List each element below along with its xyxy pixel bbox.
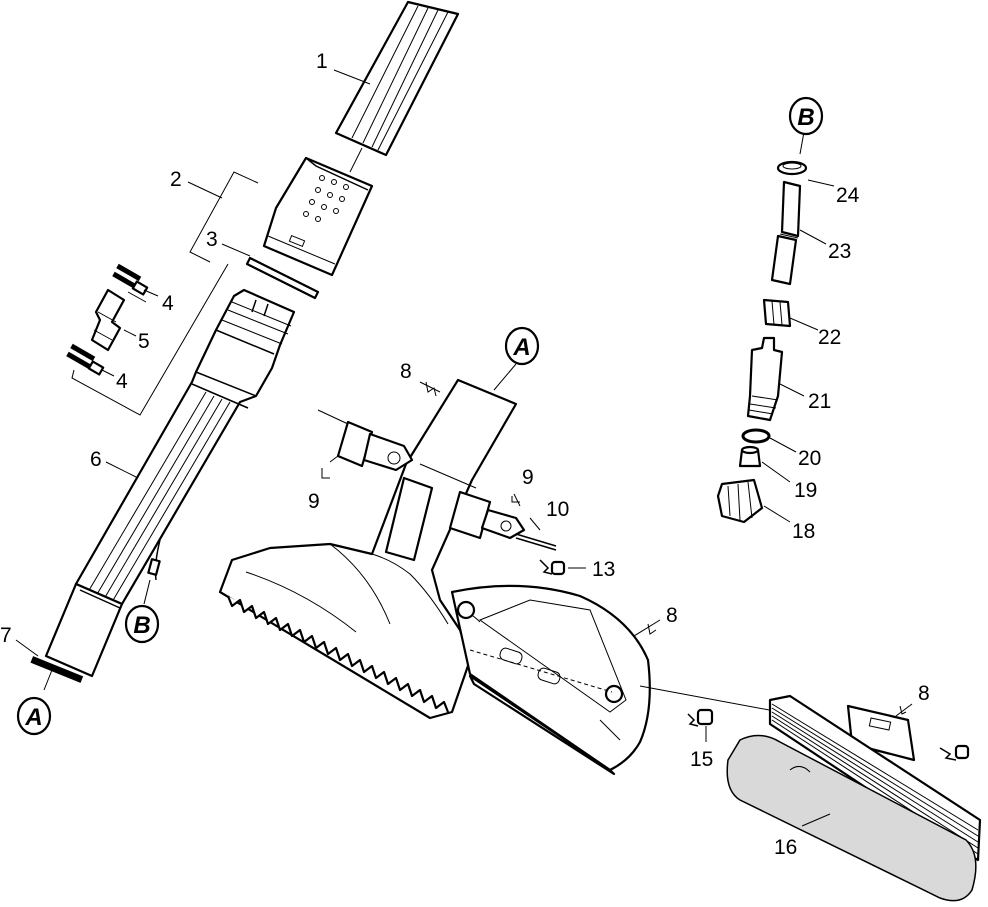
label-part-4-upper: 4	[162, 292, 174, 315]
part-10-pin	[515, 533, 557, 551]
part-13-screw	[539, 559, 566, 576]
label-part-4-lower: 4	[116, 370, 128, 393]
svg-text:A: A	[24, 704, 42, 731]
label-part-15: 15	[690, 748, 713, 771]
part-6-handle-tube	[44, 288, 296, 678]
part-8-nozzle-head	[218, 378, 518, 720]
label-part-16: 16	[774, 836, 797, 859]
part-19-cap	[738, 445, 762, 468]
connector-b-tube: B	[124, 604, 160, 644]
label-part-21: 21	[808, 390, 831, 413]
part-23-hose	[770, 180, 802, 286]
part-7-ring	[30, 656, 84, 683]
part-22-nut	[762, 298, 792, 328]
svg-text:B: B	[797, 104, 814, 131]
connector-a-nozzle: A	[504, 326, 540, 366]
label-part-22: 22	[818, 326, 841, 349]
label-part-24: 24	[836, 184, 860, 207]
part-9-clip-left	[317, 409, 414, 472]
part-9-clip-right	[448, 490, 526, 540]
connector-a-tube: A	[16, 696, 52, 736]
part-2-handle-sleeve	[262, 156, 374, 277]
label-part-20: 20	[798, 447, 821, 470]
part-20-o-ring	[741, 428, 771, 444]
label-part-18: 18	[792, 520, 815, 543]
label-part-23: 23	[828, 240, 851, 263]
part-21-fitting	[746, 336, 784, 422]
label-part-9-right: 9	[522, 466, 534, 489]
part-15-screw	[687, 708, 714, 742]
label-part-19: 19	[794, 479, 817, 502]
label-part-8-base: 8	[666, 604, 678, 627]
label-part-7: 7	[0, 624, 12, 647]
svg-text:B: B	[133, 612, 150, 639]
part-18-nut	[716, 478, 764, 524]
connector-b-hose: B	[788, 96, 824, 136]
label-part-9-left: 9	[308, 490, 320, 513]
label-part-5: 5	[138, 330, 150, 353]
part-4-pin-lower	[66, 343, 105, 376]
label-part-8-nozzle: 8	[400, 360, 412, 383]
svg-text:A: A	[512, 334, 530, 361]
label-part-8-brush: 8	[918, 682, 930, 705]
label-part-3: 3	[206, 228, 218, 251]
label-part-10: 10	[546, 498, 569, 521]
part-3-rod	[245, 256, 320, 300]
part-4-pin-upper	[112, 263, 149, 296]
label-part-1: 1	[316, 50, 328, 73]
part-24-clamp	[776, 160, 808, 176]
label-part-6: 6	[90, 448, 102, 471]
part-1-tube	[334, 0, 460, 157]
part-8-squeegee-base	[450, 584, 651, 776]
part-16-sponge	[726, 734, 977, 902]
part-5-connector	[90, 288, 126, 352]
label-part-13: 13	[592, 558, 615, 581]
label-part-2: 2	[170, 168, 182, 191]
